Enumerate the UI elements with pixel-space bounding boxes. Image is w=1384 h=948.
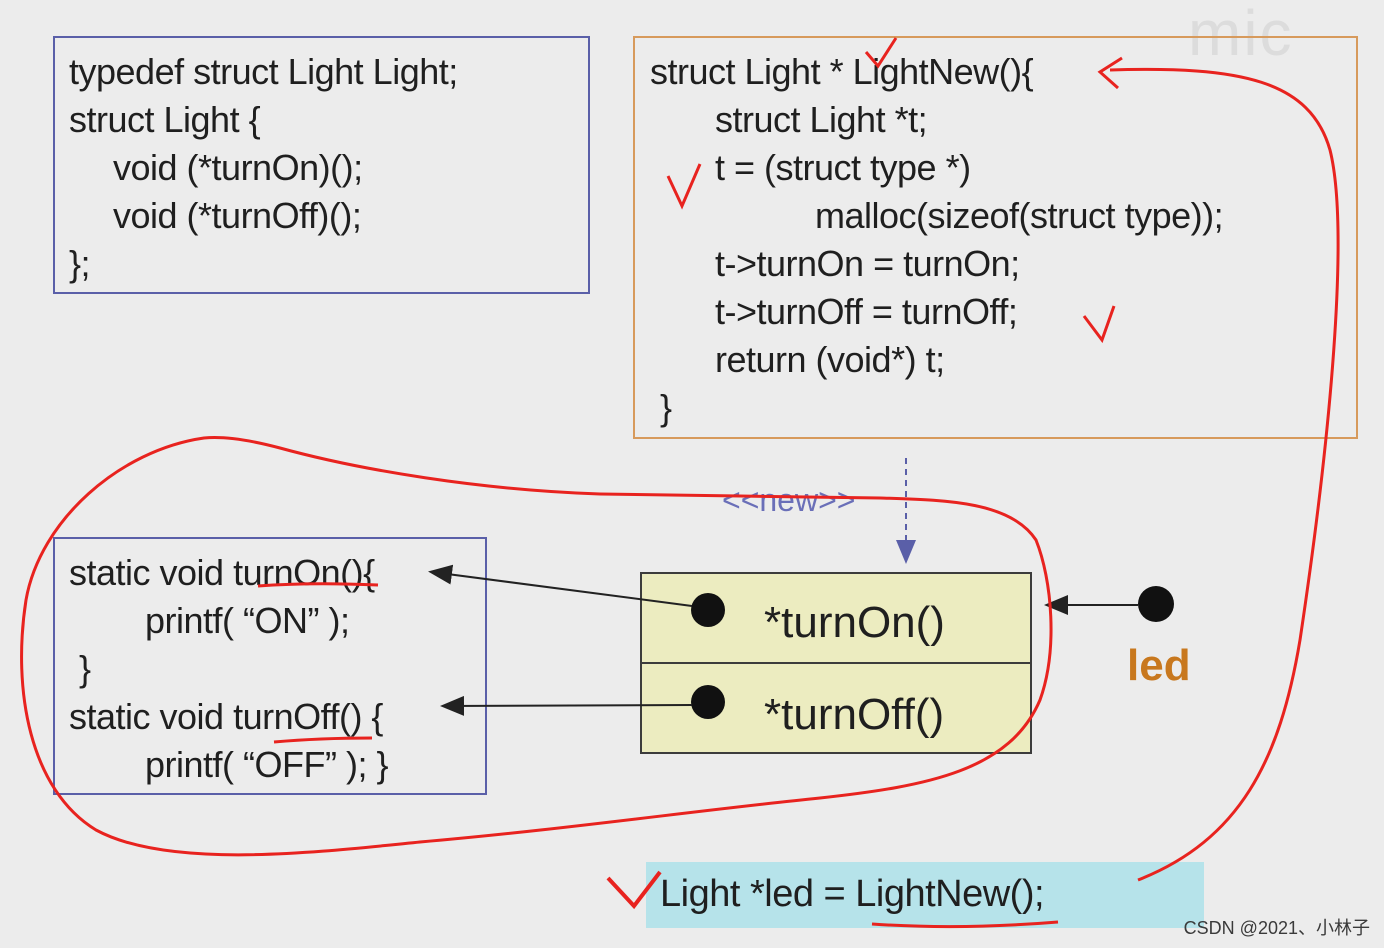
led-label: led	[1127, 641, 1191, 690]
code-line-malloc: malloc(sizeof(struct type));	[815, 195, 1224, 236]
code-line-typedef: typedef struct Light Light;	[69, 51, 458, 92]
struct-declaration-box: typedef struct Light Light; struct Light…	[53, 36, 590, 294]
light-object-box: *turnOn() *turnOff()	[640, 572, 1032, 754]
code-line-cast: t = (struct type *)	[715, 147, 971, 188]
slot-turnon: *turnOn()	[764, 598, 945, 647]
code-line-struct-close: };	[69, 243, 91, 284]
object-divider	[642, 662, 1030, 664]
code-line-return: return (void*) t;	[715, 339, 945, 380]
new-stereotype-label: <<new>>	[722, 482, 856, 518]
code-line-declare-t: struct Light *t;	[715, 99, 928, 140]
code-line-turnoff-def: static void turnOff() {	[69, 696, 383, 737]
code-line-turnon-close: }	[79, 648, 91, 689]
csdn-watermark: CSDN @2021、小林子	[1183, 918, 1370, 938]
code-line-call: Light *led = LightNew();	[660, 873, 1045, 915]
code-line-assign-turnon: t->turnOn = turnOn;	[715, 243, 1020, 284]
code-line-turnon-member: void (*turnOn)();	[113, 147, 363, 188]
static-functions-box: static void turnOn(){ printf( “ON” ); } …	[53, 537, 487, 795]
call-statement-box: Light *led = LightNew();	[646, 862, 1204, 928]
code-line-printf-on: printf( “ON” );	[145, 600, 350, 641]
code-line-turnon-def: static void turnOn(){	[69, 552, 375, 593]
lightnew-function-box: struct Light * LightNew(){ struct Light …	[633, 36, 1358, 439]
code-line-turnoff-member: void (*turnOff)();	[113, 195, 362, 236]
code-line-printf-off: printf( “OFF” ); }	[145, 744, 389, 785]
led-pointer-dot	[1138, 586, 1174, 622]
brand-watermark-logo: mic	[1188, 0, 1294, 69]
code-line-function-close: }	[660, 387, 672, 428]
code-line-assign-turnoff: t->turnOff = turnOff;	[715, 291, 1018, 332]
code-line-lightnew-signature: struct Light * LightNew(){	[650, 51, 1034, 92]
slot-turnoff: *turnOff()	[764, 690, 945, 739]
code-line-struct-open: struct Light {	[69, 99, 261, 140]
